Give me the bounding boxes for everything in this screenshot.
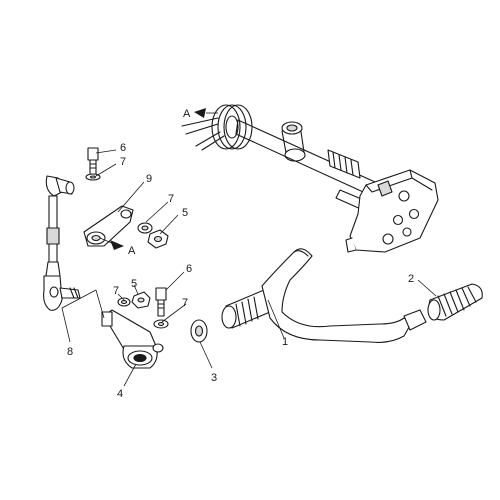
washer-7-lower-right [153, 319, 169, 329]
callout-3: 3 [211, 372, 217, 384]
callout-8: 8 [67, 346, 73, 358]
upper-ball-joint [45, 175, 75, 197]
callout-5-lower: 5 [131, 278, 137, 290]
callout-9: 9 [146, 173, 152, 185]
relay-lever [83, 205, 134, 247]
arrow-a-bottom [110, 240, 124, 250]
mount-plate [345, 169, 439, 253]
lower-ball-joint [43, 275, 81, 311]
callout-6-lower: 6 [186, 263, 192, 275]
callout-5-upper: 5 [182, 207, 188, 219]
washer-7-mid [137, 222, 153, 234]
linkage-rod [45, 195, 61, 277]
shift-shaft [235, 119, 379, 215]
nut-5-lower [131, 291, 151, 309]
callout-4: 4 [117, 388, 123, 400]
callout-7-left: 7 [113, 285, 119, 297]
gear-shift-pedal-lever [221, 248, 427, 343]
thrust-washer [190, 319, 208, 343]
shift-lever-arm [101, 309, 164, 369]
leader-lines [61, 149, 437, 387]
callout-7-right: 7 [182, 297, 188, 309]
bolt-6-upper [87, 147, 99, 177]
arrow-a-top [194, 108, 206, 118]
callout-6-upper: 6 [120, 142, 126, 154]
washer-7-lower-left [117, 297, 131, 307]
bolt-6-lower [155, 287, 167, 317]
callout-1: 1 [282, 336, 288, 348]
view-marker-a-top: A [183, 108, 191, 120]
footrest-rubber [427, 283, 483, 321]
view-marker-a-bottom: A [128, 245, 136, 257]
return-spring [181, 104, 253, 151]
callout-7-mid: 7 [168, 193, 174, 205]
nut-5-mid [147, 229, 169, 249]
callout-7-top: 7 [120, 156, 126, 168]
callout-2: 2 [408, 273, 414, 285]
